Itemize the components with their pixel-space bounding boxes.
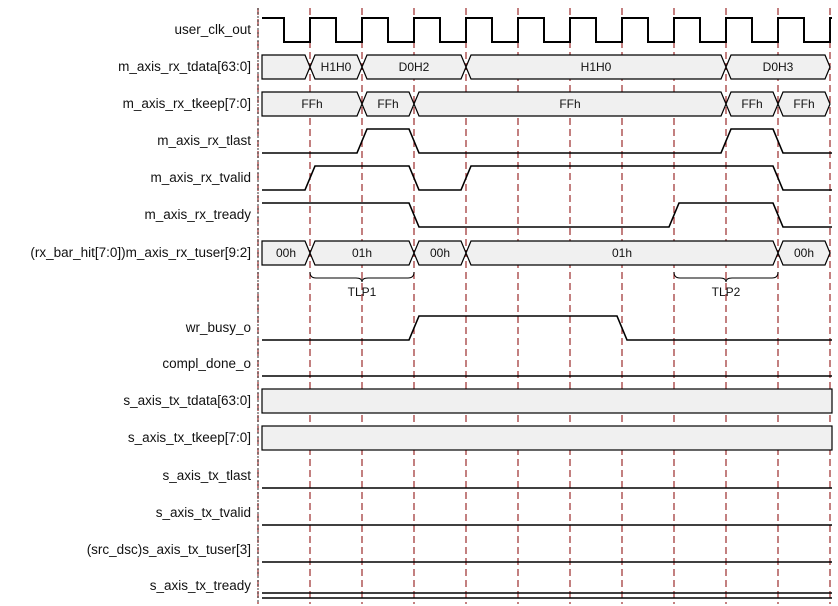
bit-waveform <box>262 315 832 341</box>
signal-label: m_axis_rx_tkeep[7:0] <box>122 96 251 111</box>
signal-label: m_axis_rx_tlast <box>157 133 251 148</box>
bus-value: FFh <box>377 97 398 111</box>
signal-label: wr_busy_o <box>185 320 251 335</box>
tlp-label: TLP1 <box>348 285 377 299</box>
bus-value: D0H3 <box>763 60 794 74</box>
bit-waveform <box>262 165 832 191</box>
bus-segment <box>725 54 831 80</box>
bus-segment <box>777 240 831 266</box>
signal-label: s_axis_tx_tlast <box>162 468 251 483</box>
bus-value: 00h <box>276 246 296 260</box>
signal-label: m_axis_rx_tvalid <box>150 170 251 185</box>
bus-segment <box>261 54 311 80</box>
tlp-brace <box>673 271 779 283</box>
bus-value: FFh <box>301 97 322 111</box>
bus-value: FFh <box>741 97 762 111</box>
signal-label: s_axis_tx_tdata[63:0] <box>123 393 251 408</box>
bus-value: 00h <box>430 246 450 260</box>
signal-label: user_clk_out <box>174 22 251 37</box>
signal-label: s_axis_tx_tkeep[7:0] <box>127 430 251 445</box>
bus-value: H1H0 <box>321 60 352 74</box>
clock-waveform <box>262 17 832 43</box>
bus-value: D0H2 <box>399 60 430 74</box>
bus-segment <box>261 388 833 414</box>
signal-label: s_axis_tx_tvalid <box>155 505 251 520</box>
signal-label: compl_done_o <box>162 356 251 371</box>
bit-waveform <box>262 128 832 154</box>
signal-label: s_axis_tx_tready <box>149 578 251 593</box>
bus-value: 00h <box>794 246 814 260</box>
bit-waveform <box>262 202 832 228</box>
bus-segment <box>261 240 311 266</box>
tlp-label: TLP2 <box>712 285 741 299</box>
signal-label: m_axis_rx_tready <box>144 207 251 222</box>
signal-label: (src_dsc)s_axis_tx_tuser[3] <box>86 542 251 557</box>
signal-label: (rx_bar_hit[7:0])m_axis_rx_tuser[9:2] <box>30 245 251 260</box>
tlp-brace <box>309 271 415 283</box>
bus-value: 01h <box>612 246 632 260</box>
bus-segment <box>777 91 831 117</box>
bus-segment <box>261 425 833 451</box>
bus-segment <box>261 91 363 117</box>
bus-value: H1H0 <box>581 60 612 74</box>
bus-value: FFh <box>793 97 814 111</box>
bus-value: FFh <box>559 97 580 111</box>
bus-value: 01h <box>352 246 372 260</box>
signal-label: m_axis_rx_tdata[63:0] <box>118 59 251 74</box>
